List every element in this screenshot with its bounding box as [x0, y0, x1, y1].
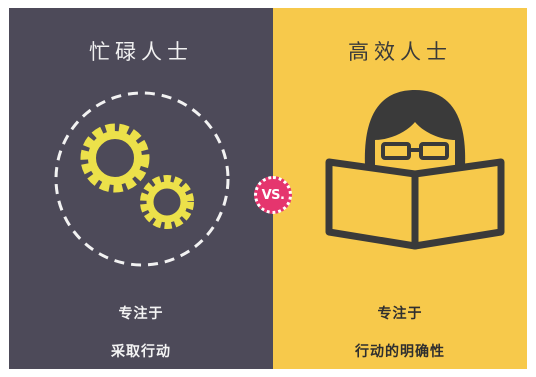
productive-people-caption-line1: 专注于: [377, 306, 423, 322]
gears-icon: [54, 91, 230, 267]
head-icon: [364, 90, 466, 168]
large-gear-icon: [80, 123, 150, 193]
person-reading-book-icon: [325, 90, 505, 250]
busy-people-panel: 忙碌人士 专注于 采取行动: [9, 8, 273, 369]
busy-people-caption-line1: 专注于: [118, 306, 164, 322]
busy-people-caption-line2: 采取行动: [111, 344, 171, 360]
open-book-icon: [325, 158, 505, 250]
dashed-circle: [54, 91, 230, 267]
vs-badge: VS.: [254, 176, 292, 214]
busy-people-title: 忙碌人士: [89, 40, 193, 64]
productive-people-caption-line2: 行动的明确性: [355, 344, 445, 360]
productive-people-panel: 高效人士 专注于 行动的明确性: [273, 8, 527, 369]
comparison-card: 忙碌人士 专注于 采取行动 高效人士: [9, 8, 527, 369]
glasses-icon: [381, 142, 449, 160]
small-gear-icon: [140, 175, 194, 229]
productive-people-title: 高效人士: [348, 40, 452, 64]
